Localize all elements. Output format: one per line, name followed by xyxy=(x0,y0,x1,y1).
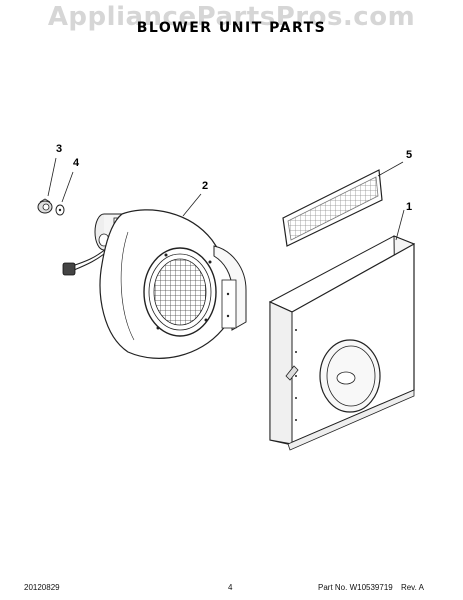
footer-part-info: Part No. W10539719 Rev. A xyxy=(318,583,424,592)
callout-3: 3 xyxy=(56,143,62,155)
leader-line-3 xyxy=(47,157,57,197)
part-3-nut[interactable] xyxy=(37,157,57,214)
part-2-blower[interactable] xyxy=(62,193,247,359)
part-5-filter[interactable] xyxy=(282,161,404,247)
callout-4: 4 xyxy=(73,157,80,169)
callout-1: 1 xyxy=(406,201,412,213)
leader-line-4 xyxy=(61,171,74,203)
part-4-washer[interactable] xyxy=(55,171,74,216)
footer-date: 20120829 xyxy=(24,583,60,592)
page-title: BLOWER UNIT PARTS xyxy=(136,20,327,36)
part-1-duct-box[interactable] xyxy=(268,209,416,451)
watermark: AppliancePartsPros.com xyxy=(47,2,416,32)
footer-revision: Rev. A xyxy=(400,583,424,592)
leader-line-2 xyxy=(182,193,202,217)
footer-page-number: 4 xyxy=(228,583,233,592)
callout-2: 2 xyxy=(202,180,208,192)
leader-line-5 xyxy=(377,161,404,177)
footer-part-number: Part No. W10539719 xyxy=(318,583,393,592)
leader-line-1 xyxy=(395,209,405,241)
callout-5: 5 xyxy=(406,149,412,161)
